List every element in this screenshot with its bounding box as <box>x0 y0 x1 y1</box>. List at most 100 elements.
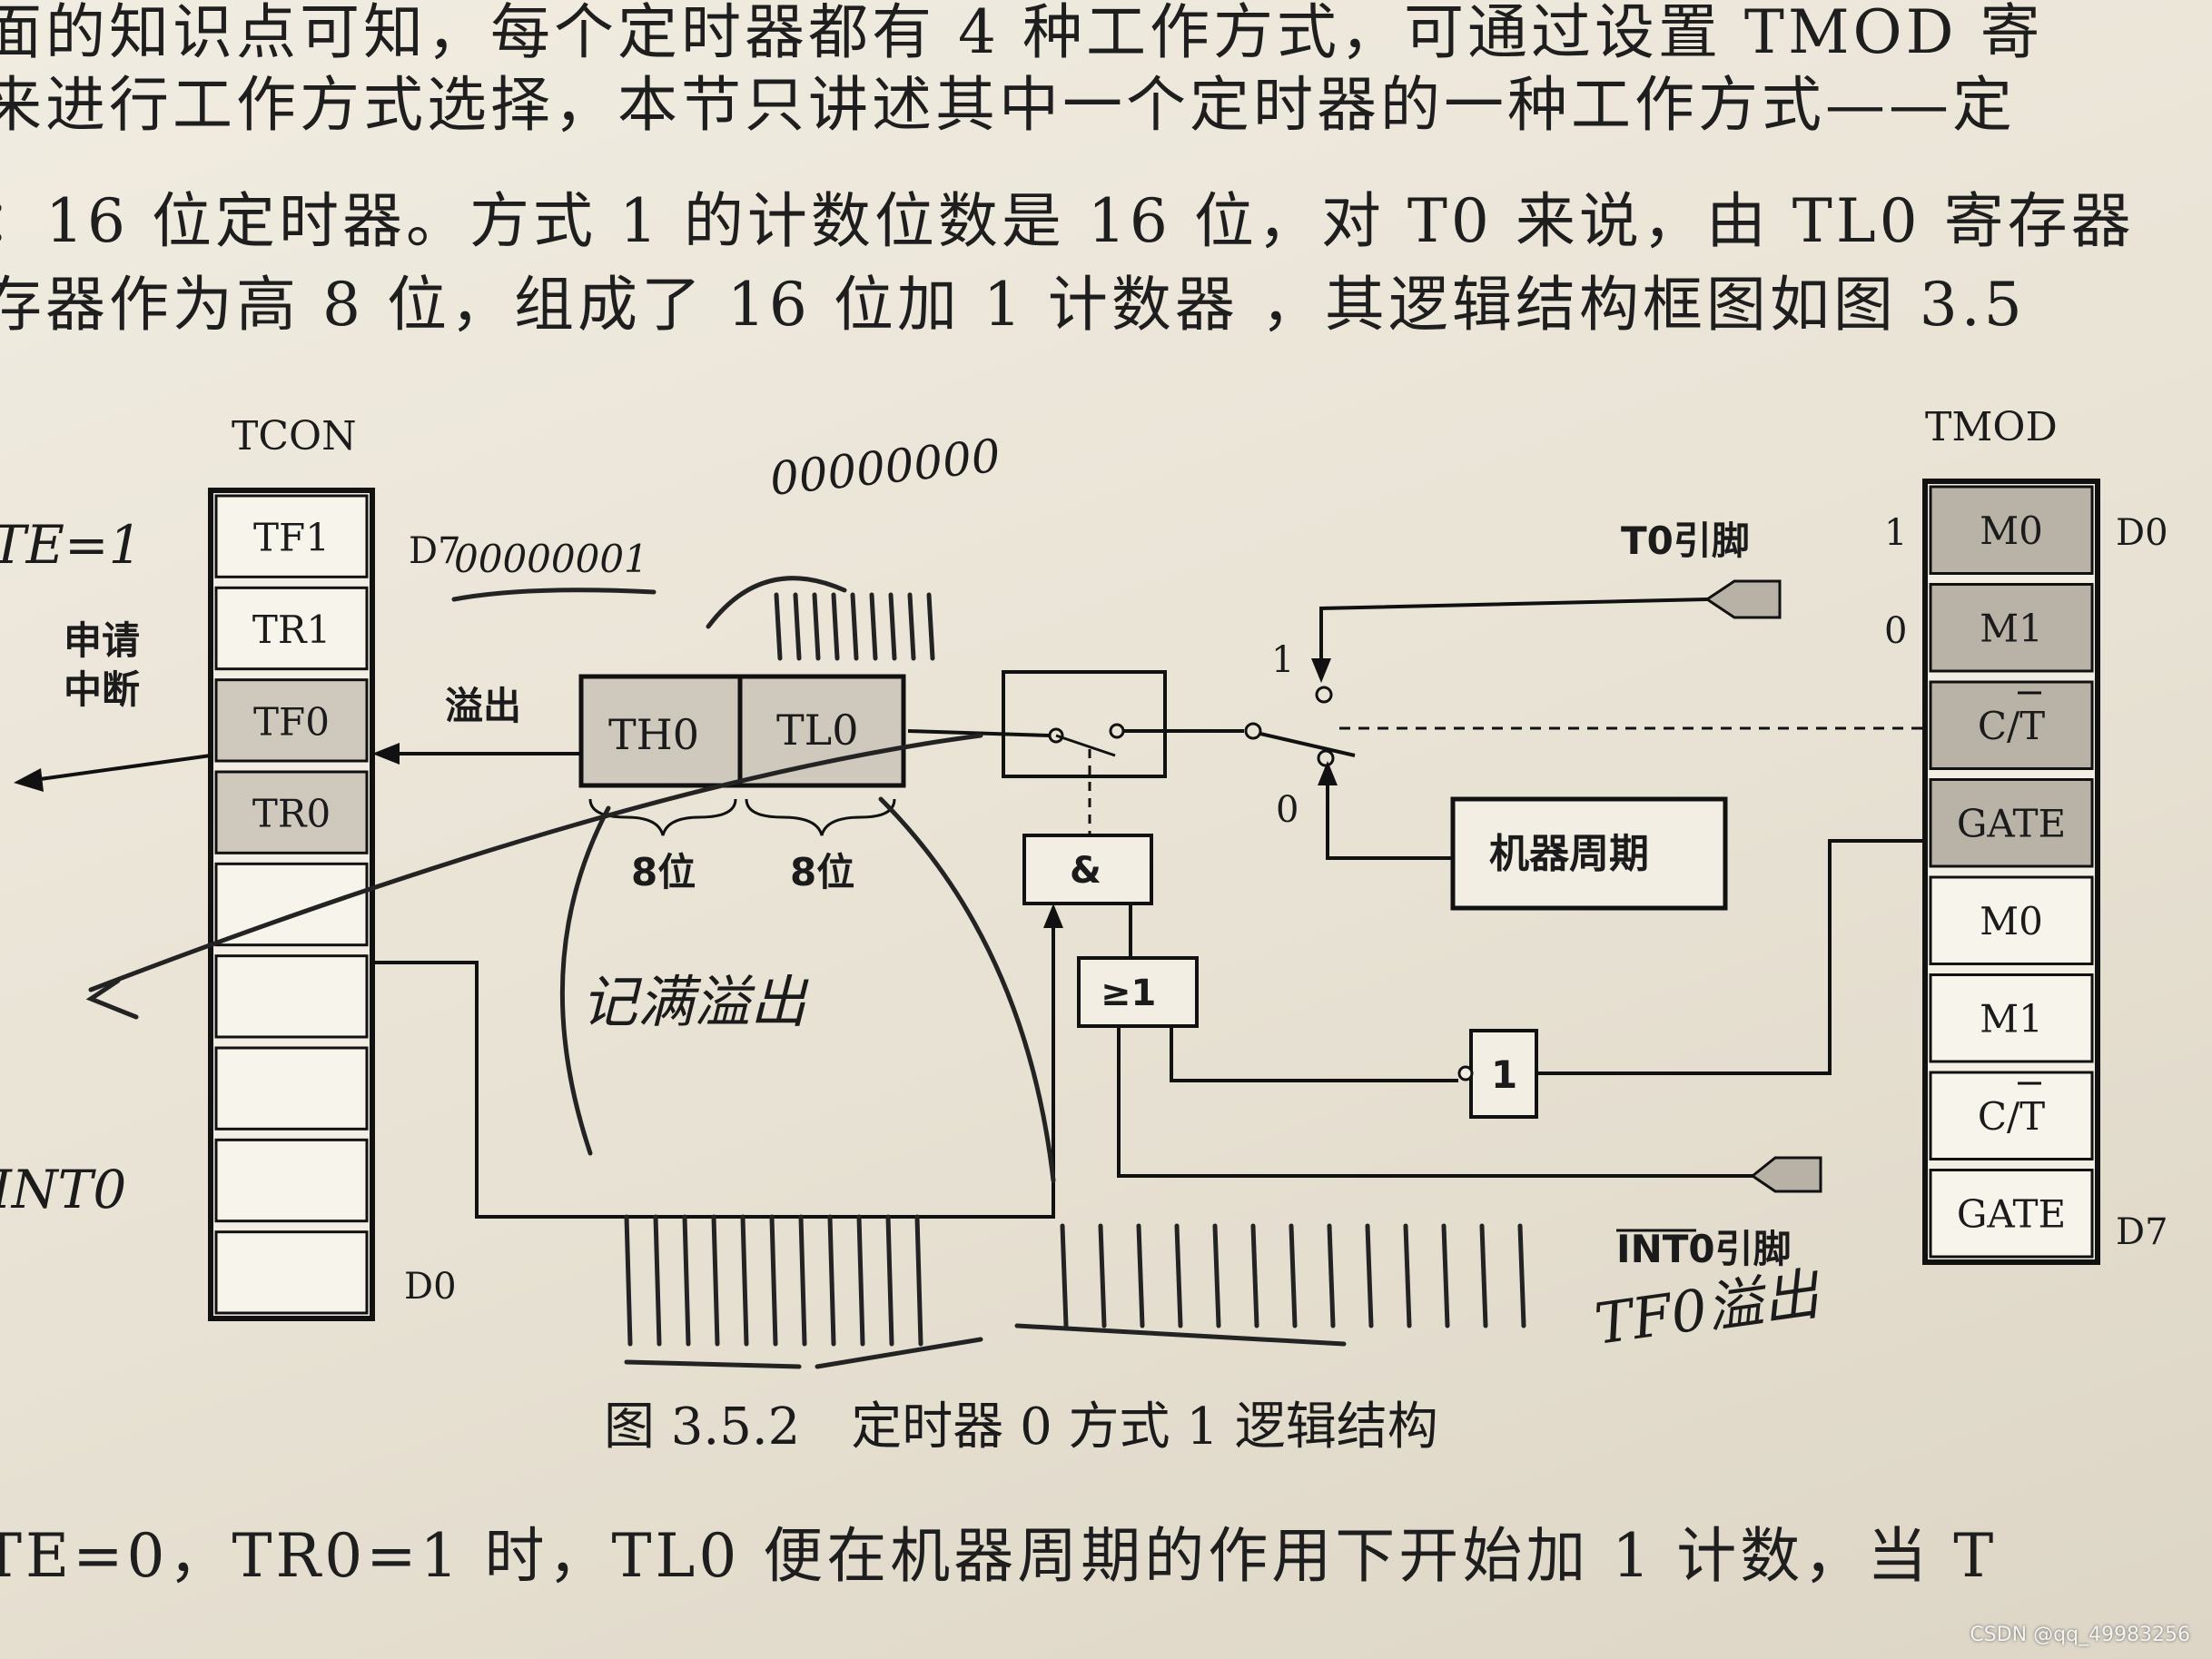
tcon-cell <box>214 770 369 854</box>
tcon-cell-label: TR1 <box>252 607 331 652</box>
or-gate-label: ≥1 <box>1101 973 1156 1014</box>
machine-cycle-line <box>1326 770 1453 860</box>
and-gate <box>1022 834 1153 905</box>
tally-mark <box>1365 1223 1374 1328</box>
tl0-label: TL0 <box>776 706 859 755</box>
tmod-cell <box>1929 1169 2094 1259</box>
tally-mark <box>1479 1223 1488 1328</box>
watermark: CSDN @qq_49983256 <box>1970 1624 2190 1646</box>
tally-mark <box>907 592 916 661</box>
handwritten-tf0-overflow: TF0溢出 <box>1591 1260 1826 1358</box>
tally-mark <box>1289 1223 1298 1328</box>
t0-pin-terminal <box>1704 579 1782 619</box>
handwritten-left-note-2: INT0 <box>0 1159 126 1220</box>
tmod-title: TMOD <box>1925 404 2058 450</box>
tally-mark <box>1517 1223 1526 1328</box>
tmod-cell-label: M0 <box>1980 899 2043 943</box>
tcon-cell-label: TR0 <box>252 792 331 836</box>
tally-mark <box>1212 1223 1221 1328</box>
tcon-title: TCON <box>232 413 357 459</box>
tmod-cell <box>1929 778 2094 868</box>
tally-mark <box>869 592 878 661</box>
tr0-to-and-line <box>372 908 1055 1219</box>
tally-mark <box>1327 1223 1336 1328</box>
tmod-cell <box>1929 583 2094 673</box>
t0-pin-line <box>1319 597 1708 672</box>
tcon-cell-label: TF0 <box>253 699 330 744</box>
tally-mark <box>1250 1223 1259 1328</box>
tmod-cell <box>1929 485 2094 575</box>
tmod-cell <box>1929 680 2094 770</box>
tmod-cell <box>1929 1071 2094 1160</box>
figure-caption: 图 3.5.2 定时器 0 方式 1 逻辑结构 <box>604 1397 1438 1457</box>
handwritten-strikethrough <box>1014 1323 1347 1347</box>
th0-bits-label: 8位 <box>631 850 696 894</box>
tl0-register <box>737 674 906 788</box>
handwritten-underline-3 <box>815 1337 983 1369</box>
machine-cycle-arrowhead <box>1318 761 1338 785</box>
tally-mark <box>793 592 802 661</box>
tmod-cell <box>1929 875 2094 965</box>
tcon-cell <box>214 1138 369 1223</box>
tally-mark <box>1098 1223 1107 1328</box>
tally-mark <box>624 1214 633 1347</box>
tmod-cell-label: GATE <box>1957 801 2066 845</box>
int0-pin-label: INT0引脚 <box>1616 1227 1792 1271</box>
handwritten-right-curve <box>878 796 1056 1183</box>
overflow-arrowhead <box>372 743 400 765</box>
tally-mark <box>1441 1223 1450 1328</box>
selector-contact-0 <box>1317 749 1335 767</box>
interrupt-request-label: 申请 中断 <box>64 618 153 712</box>
tl0-to-switch-line <box>907 729 1051 737</box>
tally-mark <box>711 1214 720 1347</box>
tcon-cell <box>214 586 369 671</box>
and-gate-label: & <box>1070 850 1101 892</box>
tl0-bits-label: 8位 <box>790 850 854 894</box>
tmod-cell-label: M0 <box>1980 509 2043 553</box>
handwritten-underline <box>451 588 657 602</box>
tmod-cell-label: M1 <box>1980 996 2043 1041</box>
interrupt-line <box>26 754 212 783</box>
tmod-m0-value: 1 <box>1884 512 1907 554</box>
interrupt-arrowhead <box>14 768 44 792</box>
int0-pin-line <box>1117 1026 1753 1178</box>
th0-register <box>578 674 743 788</box>
handwritten-binary-2: 00000000 <box>767 430 1002 506</box>
machine-cycle-box <box>1450 796 1728 911</box>
handwritten-long-stroke <box>88 733 983 992</box>
tally-mark <box>769 1214 778 1347</box>
int0-pin-terminal <box>1750 1156 1822 1193</box>
handwritten-binary-1: 00000001 <box>454 537 648 581</box>
tally-mark <box>1060 1223 1069 1328</box>
handwritten-underline-2 <box>624 1359 802 1369</box>
not-gate-label: 1 <box>1491 1052 1517 1097</box>
overflow-label: 溢出 <box>445 684 521 728</box>
tally-mark <box>682 1214 691 1347</box>
tally-mark <box>774 592 783 661</box>
tally-mark <box>831 592 840 661</box>
tcon-cell <box>214 678 369 763</box>
tcon-cell <box>214 954 369 1039</box>
tally-mark <box>812 592 821 661</box>
handwritten-arrowhead <box>85 978 139 1020</box>
machine-cycle-label: 机器周期 <box>1489 831 1649 877</box>
selector-pos-0-label: 0 <box>1276 789 1299 831</box>
not-gate-bubble <box>1457 1065 1474 1081</box>
selector-contact-1 <box>1315 686 1333 704</box>
selector-pivot <box>1244 722 1262 740</box>
or-gate <box>1077 956 1199 1028</box>
paragraph-bottom-line: TE=0，TR0=1 时，TL0 便在机器周期的作用下开始加 1 计数，当 T <box>0 1521 1998 1591</box>
tally-mark <box>885 1214 894 1347</box>
control-switch-box <box>1002 670 1167 778</box>
tmod-m1-value: 0 <box>1884 610 1907 652</box>
tmod-d0-label: D0 <box>2116 512 2168 554</box>
tally-mark <box>1174 1223 1183 1328</box>
tcon-cell-label: TF1 <box>253 516 330 560</box>
tcon-d7-label: D7 <box>409 530 461 572</box>
t0-pin-arrowhead <box>1311 658 1331 683</box>
tmod-cell-label: GATE <box>1957 1191 2066 1236</box>
paragraph-line-2: 来进行工作方式选择，本节只讲述其中一个定时器的一种工作方式——定 <box>0 70 2016 140</box>
